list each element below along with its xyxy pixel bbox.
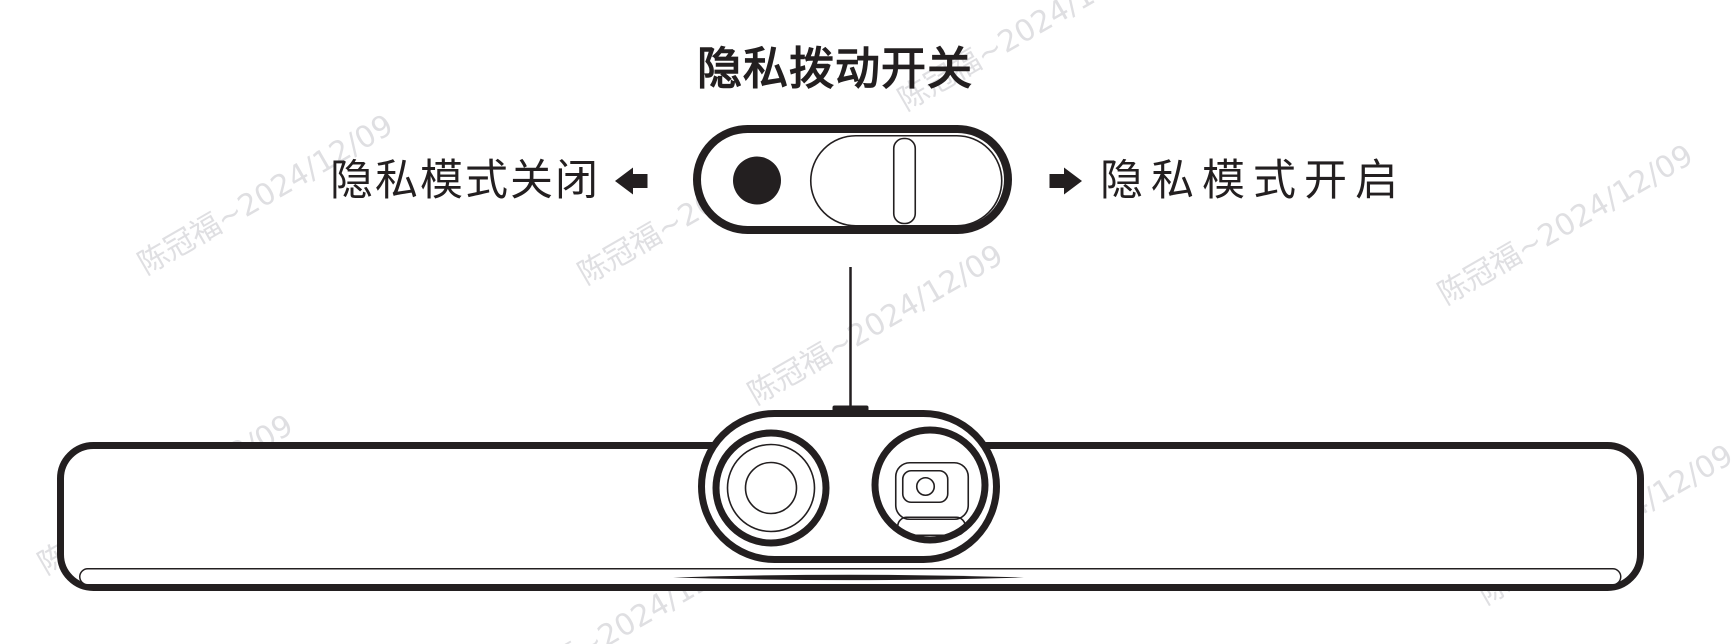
toggle-slider-grip xyxy=(892,137,917,225)
right-arrow-icon xyxy=(1049,167,1082,195)
left-arrow-icon xyxy=(615,167,648,195)
camera-pod xyxy=(698,410,1000,563)
camera-pod-body xyxy=(698,410,1000,563)
speaker-slot-shadow xyxy=(673,574,1024,581)
camera-lens-icon xyxy=(712,429,830,547)
privacy-toggle-switch xyxy=(693,125,1012,234)
diagram-title: 隐私拨动开关 xyxy=(696,42,973,95)
privacy-on-label: 隐私模式开启 xyxy=(1100,156,1406,206)
toggle-dot xyxy=(733,156,781,205)
privacy-off-label: 隐私模式关闭 xyxy=(330,156,600,206)
video-bar xyxy=(57,410,1644,591)
sensor-window-icon xyxy=(871,426,989,544)
